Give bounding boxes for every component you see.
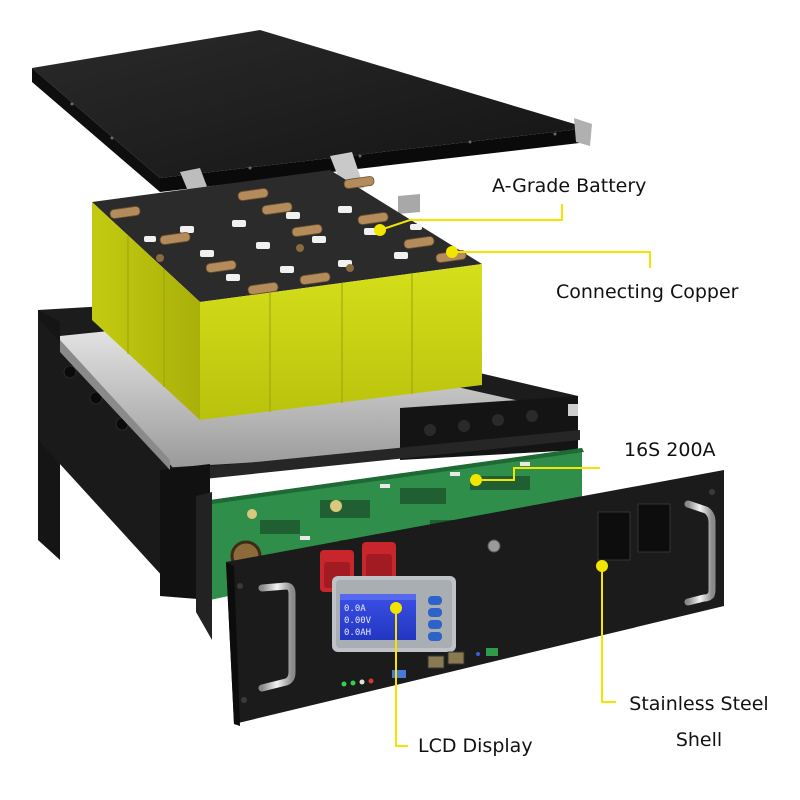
battery-pack <box>92 170 482 420</box>
label-bms-spec: 16S 200A <box>624 439 716 461</box>
panel-screw <box>487 539 501 553</box>
inner-front-plate <box>196 492 212 640</box>
label-lcd-display: LCD Display <box>418 735 533 757</box>
label-stainless-steel-shell: Stainless Steel Shell <box>624 686 774 758</box>
label-shell-line1: Stainless Steel <box>629 693 769 715</box>
shell-dot <box>596 560 608 572</box>
lcd-screen <box>340 594 416 640</box>
label-a-grade-battery: A-Grade Battery <box>492 175 647 197</box>
label-connecting-copper: Connecting Copper <box>556 281 739 303</box>
reset-button[interactable] <box>476 652 480 656</box>
callout-lines <box>379 204 651 747</box>
lcd-dot <box>390 602 402 614</box>
battery-dot <box>374 224 386 236</box>
lcd-row-capacity: 0.0AH <box>344 628 371 638</box>
lcd-buttons[interactable] <box>428 596 442 641</box>
bms-dot <box>470 474 482 486</box>
top-lid <box>32 30 592 192</box>
positive-terminal[interactable] <box>362 542 396 584</box>
dip-switch[interactable] <box>392 670 406 678</box>
label-shell-line2: Shell <box>675 729 723 751</box>
left-handle[interactable] <box>258 582 296 692</box>
lcd-row-current: 0.0A <box>344 604 366 614</box>
status-indicator-lights <box>341 678 374 687</box>
communication-connectors[interactable] <box>597 503 671 561</box>
copper-dot <box>446 246 458 258</box>
right-handle[interactable] <box>684 500 716 606</box>
rj45-ports[interactable] <box>427 651 465 669</box>
lcd-row-voltage: 0.00V <box>344 616 372 626</box>
terminal-block[interactable] <box>486 648 498 656</box>
callout-dots <box>374 224 608 614</box>
